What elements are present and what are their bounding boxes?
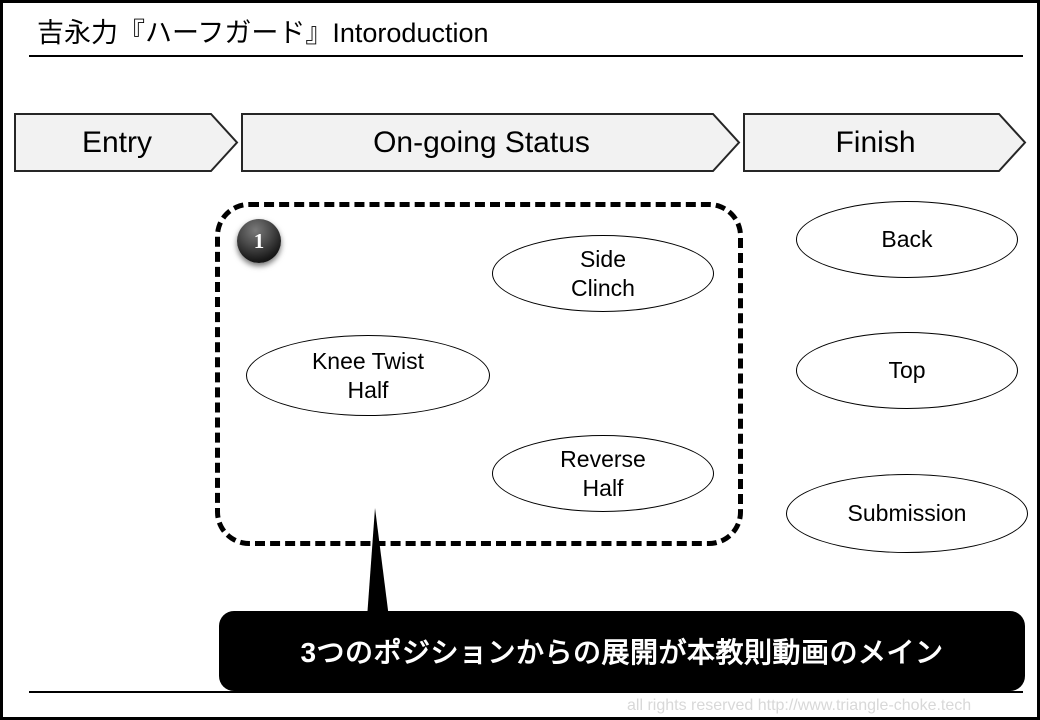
step-badge-1: 1 xyxy=(237,219,281,263)
node-label-line1: Reverse xyxy=(560,445,646,472)
footer-credit: all rights reserved http://www.triangle-… xyxy=(627,697,972,714)
phase-label-entry: Entry xyxy=(81,125,153,159)
node-submission[interactable]: Submission xyxy=(786,474,1028,553)
node-label-line2: Clinch xyxy=(571,274,635,301)
node-label: Side Clinch xyxy=(571,245,635,303)
node-knee-twist-half[interactable]: Knee Twist Half xyxy=(246,335,490,416)
title-divider xyxy=(29,55,1023,57)
chevron-shape xyxy=(743,113,1027,172)
phase-chevron-entry[interactable]: Entry xyxy=(14,113,239,172)
chevron-shape xyxy=(14,113,239,172)
phase-chevron-ongoing[interactable]: On-going Status xyxy=(241,113,741,172)
phase-label-ongoing: On-going Status xyxy=(373,125,590,159)
node-label-line2: Half xyxy=(347,376,389,403)
node-top[interactable]: Top xyxy=(796,332,1018,409)
node-label: Top xyxy=(888,357,926,384)
node-label: Knee Twist Half xyxy=(312,347,424,405)
ongoing-group-box xyxy=(215,202,743,546)
page-title: 吉永力『ハーフガード』Intoroduction xyxy=(37,18,489,48)
callout-banner: 3つのポジションからの展開が本教則動画のメイン xyxy=(219,611,1025,691)
footer-divider xyxy=(29,691,1023,693)
phase-chevron-finish[interactable]: Finish xyxy=(743,113,1027,172)
node-label-line1: Side xyxy=(579,245,627,272)
chevron-shape xyxy=(241,113,741,172)
node-label-line2: Half xyxy=(582,474,624,501)
node-label: Submission xyxy=(847,500,967,527)
node-label-line1: Knee Twist xyxy=(311,347,425,374)
node-label: Reverse Half xyxy=(560,445,646,503)
callout-tail xyxy=(367,508,389,618)
node-reverse-half[interactable]: Reverse Half xyxy=(492,435,714,512)
node-back[interactable]: Back xyxy=(796,201,1018,278)
step-badge-label: 1 xyxy=(253,228,265,253)
phase-label-finish: Finish xyxy=(835,125,916,159)
node-side-clinch[interactable]: Side Clinch xyxy=(492,235,714,312)
node-label: Back xyxy=(881,226,933,253)
callout-text: 3つのポジションからの展開が本教則動画のメイン xyxy=(300,637,944,668)
